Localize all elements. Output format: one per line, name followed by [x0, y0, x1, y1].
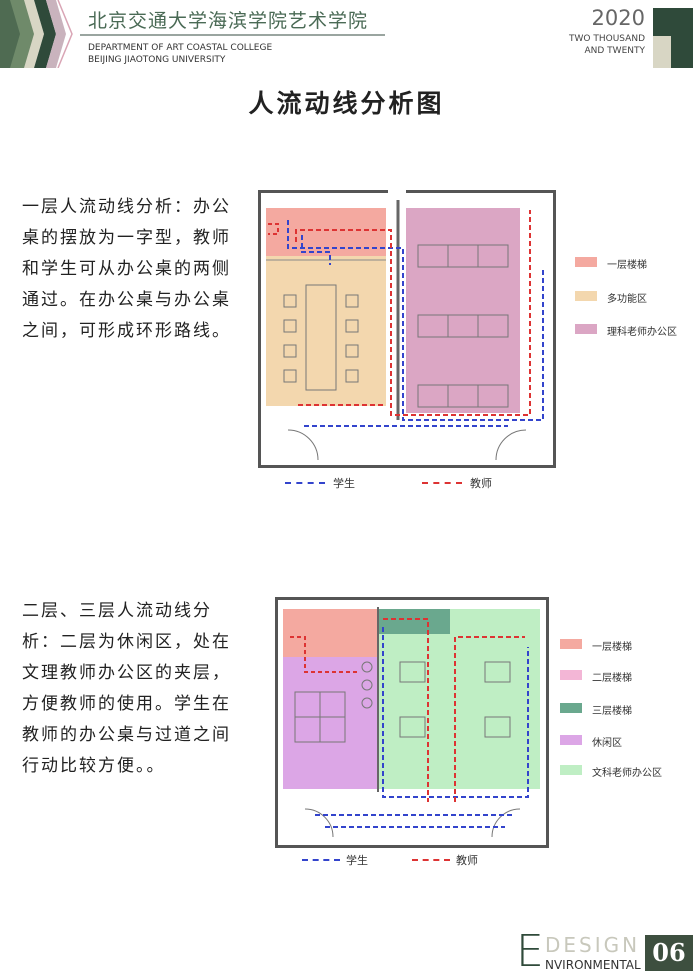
student-path-1	[287, 220, 544, 421]
legend-label: 三层楼梯	[592, 706, 632, 717]
year: 2020	[591, 6, 645, 30]
legend-label: 休闲区	[592, 738, 622, 749]
footer-environmental: NVIRONMENTAL	[545, 958, 641, 972]
footer-e: E	[516, 926, 544, 977]
univ-en: BEIJING JIAOTONG UNIVERSITY	[88, 55, 226, 65]
page-number: 06	[645, 935, 693, 971]
section1-text: 一层人流动线分析：办公桌的摆放为一字型，教师和学生可从办公桌的两侧通过。在办公桌…	[22, 197, 231, 341]
legend-label: 文科老师办公区	[592, 768, 662, 779]
year-words-1: TWO THOUSAND	[569, 34, 645, 44]
student-line-legend	[285, 482, 325, 484]
legend-label: 一层楼梯	[592, 642, 632, 653]
multi-function-area	[266, 256, 386, 406]
teacher-line-legend	[422, 482, 462, 484]
legend-swatch	[560, 765, 582, 775]
legend-swatch	[560, 735, 582, 745]
footer-design: DESIGN	[545, 933, 641, 957]
section2-text: 二层、三层人流动线分析：二层为休闲区，处在文理教师办公区的夹层，方便教师的使用。…	[22, 601, 231, 776]
legend-label: 一层楼梯	[607, 260, 647, 271]
legend-label: 多功能区	[607, 294, 647, 305]
floor-plan-2	[275, 597, 549, 848]
page-title: 人流动线分析图	[248, 89, 445, 118]
header-block-light	[653, 36, 671, 68]
legend-swatch	[560, 670, 582, 680]
teacher-label: 教师	[456, 854, 478, 867]
teacher-path-1	[295, 210, 531, 416]
legend-label: 二层楼梯	[592, 673, 632, 684]
chevron-logo	[0, 0, 73, 68]
year-words-2: AND TWENTY	[584, 46, 646, 56]
legend-swatch	[560, 703, 582, 713]
dept-en: DEPARTMENT OF ART COASTAL COLLEGE	[88, 43, 273, 53]
student-label: 学生	[333, 477, 355, 490]
floor-plan-1	[258, 190, 556, 468]
teacher-label: 教师	[470, 477, 492, 490]
legend-swatch	[560, 639, 582, 649]
student-line-legend	[302, 859, 340, 861]
legend-swatch	[575, 291, 597, 301]
school-name-cn: 北京交通大学海滨学院艺术学院	[88, 10, 369, 32]
legend-swatch	[575, 257, 597, 267]
teacher-line-legend	[412, 859, 450, 861]
header-divider	[80, 34, 385, 36]
student-label: 学生	[346, 854, 368, 867]
science-office-area	[406, 208, 520, 413]
legend-swatch	[575, 324, 597, 334]
legend-label: 理科老师办公区	[607, 327, 677, 338]
teacher-path-2	[383, 618, 429, 802]
